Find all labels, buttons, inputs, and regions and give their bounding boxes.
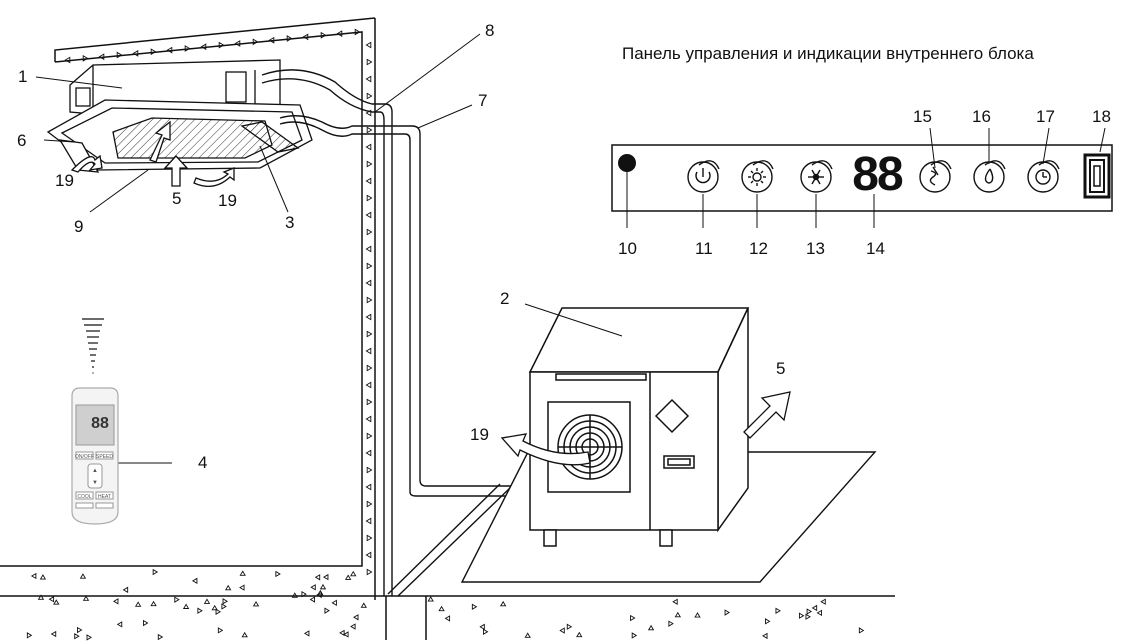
label-7: 7 [478, 91, 488, 110]
label-1: 1 [18, 67, 28, 86]
label-11: 11 [695, 239, 713, 258]
remote-cool-label: COOL [77, 494, 91, 500]
refrigerant-pipes [261, 69, 536, 597]
label-19-outdoor: 19 [470, 425, 489, 444]
remote-display-digits: 88 [91, 415, 109, 432]
label-19-right: 19 [218, 191, 237, 210]
indicator-led [618, 154, 636, 172]
label-6: 6 [17, 131, 27, 150]
ir-signal [82, 318, 104, 374]
remote-control: 88 ON/OFF SPEED ▲ ▼ COOL HEAT [71, 387, 119, 525]
outdoor-unit [528, 307, 750, 547]
label-13: 13 [806, 239, 825, 258]
power-icon [687, 160, 720, 193]
label-5-outdoor: 5 [776, 359, 786, 378]
grille [112, 117, 273, 159]
label-18: 18 [1092, 107, 1111, 126]
label-14: 14 [866, 239, 885, 258]
segment-display: 88 [846, 148, 908, 201]
remote-onoff-label: ON/OFF [75, 454, 94, 460]
label-4: 4 [198, 453, 208, 472]
panel-display-digits: 88 [852, 148, 903, 201]
label-19-left: 19 [55, 171, 74, 190]
label-16: 16 [972, 107, 991, 126]
sun-icon [741, 160, 774, 193]
remote-down-arrow: ▼ [92, 480, 98, 486]
panel-title: Панель управления и индикации внутреннег… [622, 44, 1034, 63]
snowflake-icon [800, 160, 833, 193]
remote-up-arrow: ▲ [92, 468, 98, 474]
indoor-cassette-unit [46, 59, 313, 173]
building-structure [0, 17, 895, 640]
indoor-airflow-arrows [70, 120, 235, 188]
label-10: 10 [618, 239, 637, 258]
label-2: 2 [500, 289, 510, 308]
outdoor-airflow-arrows [500, 391, 791, 466]
concrete-texture [26, 28, 865, 641]
leader-lines [35, 33, 623, 464]
label-17: 17 [1036, 107, 1055, 126]
label-5-indoor: 5 [172, 189, 182, 208]
label-15: 15 [913, 107, 932, 126]
label-3: 3 [285, 213, 295, 232]
remote-heat-label: HEAT [98, 494, 111, 500]
fan-grille [557, 414, 623, 480]
label-8: 8 [485, 21, 495, 40]
label-12: 12 [749, 239, 768, 258]
remote-speed-label: SPEED [96, 454, 113, 460]
ir-receiver [1083, 153, 1111, 199]
label-9: 9 [74, 217, 84, 236]
